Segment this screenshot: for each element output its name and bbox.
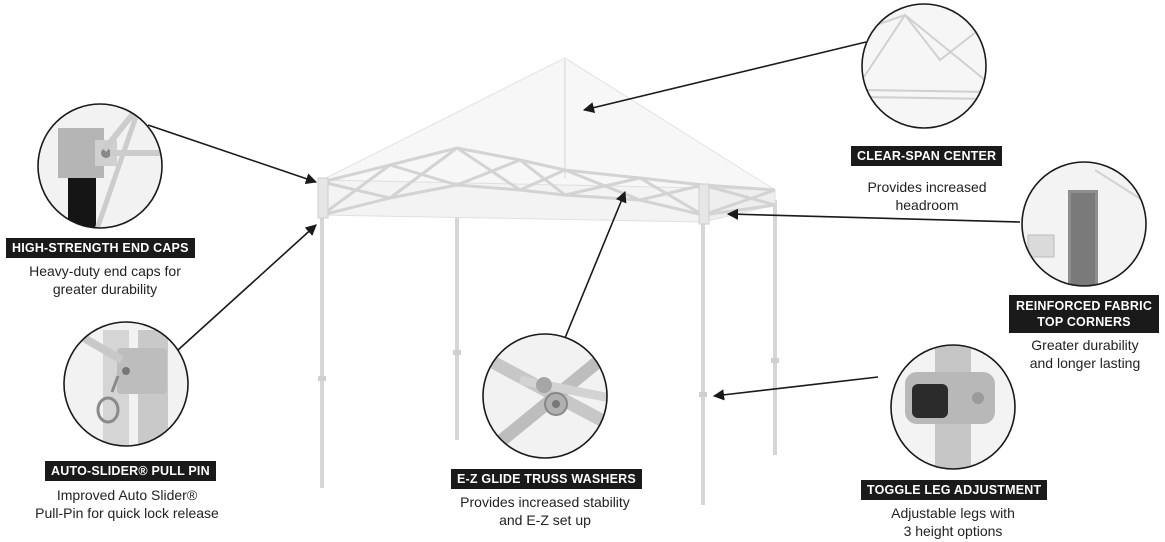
desc-line: Pull-Pin for quick lock release bbox=[35, 505, 219, 521]
desc-fabric-corners: Greater durability and longer lasting bbox=[1005, 336, 1165, 372]
desc-pull-pin: Improved Auto Slider® Pull-Pin for quick… bbox=[14, 486, 240, 522]
detail-fabric-corners bbox=[1021, 161, 1147, 287]
desc-line: Provides increased stability bbox=[460, 494, 630, 510]
leader-arrows bbox=[147, 41, 1021, 401]
desc-line: headroom bbox=[895, 197, 959, 213]
desc-clear-span: Provides increased headroom bbox=[842, 178, 1012, 214]
detail-toggle-leg bbox=[890, 344, 1016, 470]
desc-end-caps: Heavy-duty end caps for greater durabili… bbox=[5, 262, 205, 298]
detail-end-caps bbox=[37, 103, 163, 229]
desc-line: Improved Auto Slider® bbox=[56, 487, 198, 503]
desc-toggle-leg: Adjustable legs with 3 height options bbox=[873, 504, 1033, 540]
desc-line: 3 height options bbox=[903, 523, 1003, 539]
label-pull-pin: AUTO-SLIDER® PULL PIN bbox=[45, 461, 216, 481]
label-line: REINFORCED FABRIC bbox=[1016, 299, 1153, 313]
detail-pull-pin bbox=[63, 321, 189, 447]
desc-line: and E-Z set up bbox=[499, 512, 591, 528]
detail-truss-washers bbox=[482, 333, 608, 459]
canopy-tent bbox=[317, 57, 779, 505]
desc-line: Greater durability bbox=[1031, 337, 1139, 353]
label-end-caps: HIGH-STRENGTH END CAPS bbox=[6, 238, 195, 258]
detail-clear-span bbox=[861, 3, 987, 129]
desc-line: greater durability bbox=[52, 281, 158, 297]
desc-line: Heavy-duty end caps for bbox=[29, 263, 181, 279]
label-line: TOP CORNERS bbox=[1037, 315, 1131, 329]
desc-line: and longer lasting bbox=[1029, 355, 1141, 371]
label-fabric-corners: REINFORCED FABRIC TOP CORNERS bbox=[1009, 295, 1160, 333]
desc-line: Adjustable legs with bbox=[891, 505, 1015, 521]
label-truss-washers: E-Z GLIDE TRUSS WASHERS bbox=[451, 469, 642, 489]
label-toggle-leg: TOGGLE LEG ADJUSTMENT bbox=[861, 480, 1048, 500]
desc-truss-washers: Provides increased stability and E-Z set… bbox=[440, 493, 650, 529]
desc-line: Provides increased bbox=[867, 179, 987, 195]
label-clear-span: CLEAR-SPAN CENTER bbox=[851, 146, 1003, 166]
